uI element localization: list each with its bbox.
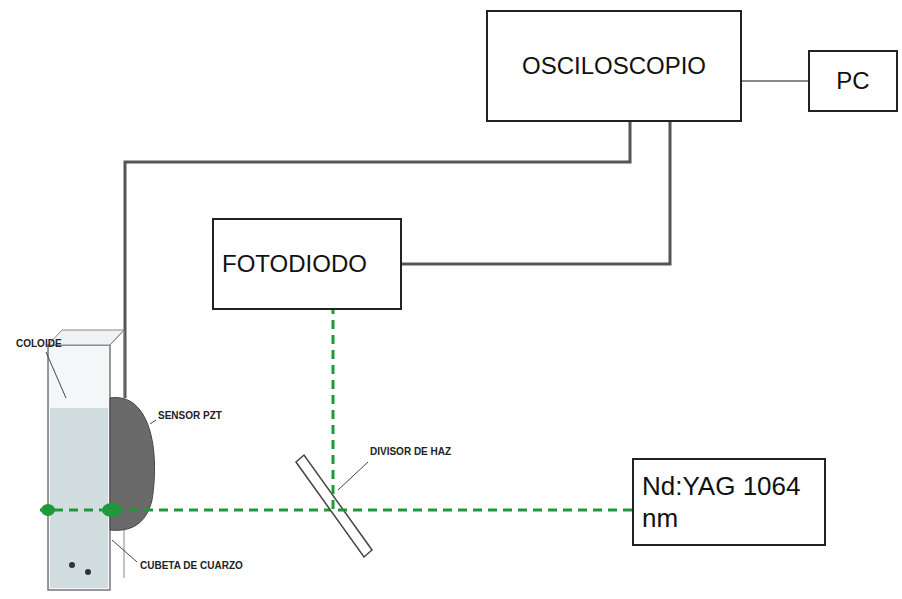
node-text: PC — [836, 66, 869, 96]
beam-spot — [41, 504, 55, 516]
leader-line — [46, 352, 66, 398]
data-cable — [742, 80, 808, 82]
particle — [69, 562, 75, 568]
laser-box: Nd:YAG 1064 nm — [632, 458, 826, 546]
beam-spot — [102, 503, 122, 517]
node-text: Nd:YAG 1064 nm — [642, 470, 816, 535]
part-label: DIVISOR DE HAZ — [370, 446, 451, 457]
part-label: CUBETA DE CUARZO — [140, 560, 243, 571]
part-label: SENSOR PZT — [158, 410, 222, 421]
node-text: OSCILOSCOPIO — [522, 51, 706, 81]
instrument-box: OSCILOSCOPIO — [486, 10, 742, 122]
laser-beam — [333, 310, 632, 510]
leader-line — [112, 540, 137, 562]
node-text: FOTODIODO — [222, 249, 367, 279]
computer-box: PC — [808, 50, 898, 112]
cuvette-edge — [110, 330, 124, 345]
leader-line — [338, 462, 368, 490]
laser-beam — [40, 509, 333, 512]
signal-wire — [402, 122, 670, 264]
sensor-wire — [125, 122, 630, 398]
colloid-liquid — [50, 408, 108, 588]
part-label: COLOIDE — [16, 338, 62, 349]
detector-box: FOTODIODO — [212, 218, 402, 310]
particle — [85, 569, 91, 575]
leader-line — [150, 420, 156, 424]
quartz-cuvette — [48, 345, 110, 590]
